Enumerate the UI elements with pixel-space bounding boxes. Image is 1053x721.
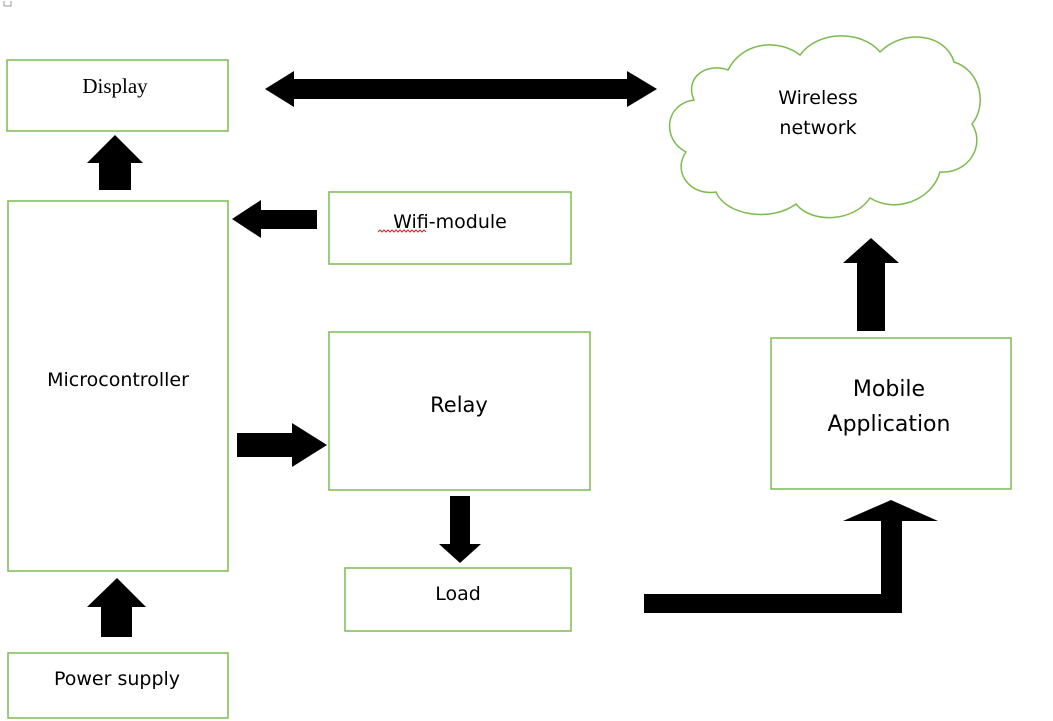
wifi-module-block: Wifi-module xyxy=(328,191,572,265)
corner-marker xyxy=(3,1,12,7)
mobile-application-block: Mobile Application xyxy=(770,337,1012,490)
wireless-network-cloud: Wireless network xyxy=(669,35,981,219)
microcontroller-block: Microcontroller xyxy=(7,200,229,572)
arrow-display-wireless-network xyxy=(265,71,657,107)
power-supply-label: Power supply xyxy=(54,668,180,690)
wireless-network-label-line2: network xyxy=(779,117,856,139)
load-block: Load xyxy=(344,567,572,632)
display-block: Display xyxy=(6,59,229,132)
spellcheck-underline xyxy=(377,229,427,233)
mobile-application-label-line2: Application xyxy=(828,412,951,437)
arrow-microcontroller-to-relay xyxy=(237,423,327,467)
wireless-network-label-line1: Wireless xyxy=(778,87,858,109)
arrow-microcontroller-to-display xyxy=(87,135,143,190)
mobile-application-label-line1: Mobile xyxy=(853,377,925,402)
arrow-power-supply-to-microcontroller xyxy=(87,578,146,637)
power-supply-block: Power supply xyxy=(7,652,229,719)
arrow-relay-to-load xyxy=(439,496,481,563)
arrow-load-to-mobile-application xyxy=(644,500,938,613)
wifi-module-label: Wifi-module xyxy=(393,211,507,233)
load-label: Load xyxy=(435,583,481,605)
relay-label: Relay xyxy=(430,393,488,417)
cloud-shape xyxy=(669,35,981,219)
relay-block: Relay xyxy=(328,331,591,491)
arrow-mobile-application-to-wireless-network xyxy=(843,238,899,331)
display-label: Display xyxy=(82,74,148,98)
arrow-wifi-module-to-microcontroller xyxy=(232,200,317,238)
microcontroller-label: Microcontroller xyxy=(47,369,189,391)
